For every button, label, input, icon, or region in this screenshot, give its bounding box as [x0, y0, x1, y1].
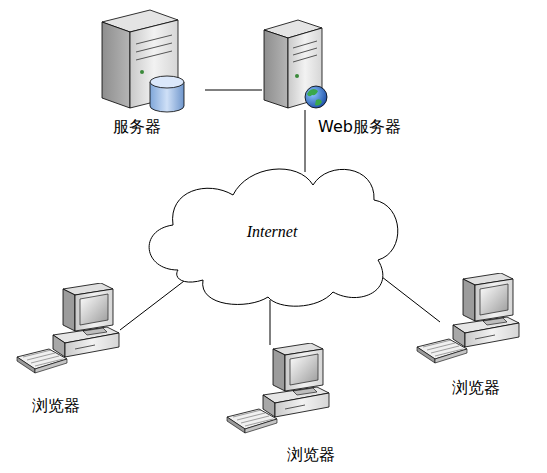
network-node: Web服务器	[258, 15, 425, 140]
node-label: 服务器	[113, 117, 161, 137]
node-label: 浏览器	[452, 378, 500, 398]
network-link	[120, 278, 188, 330]
browser-pc-icon	[17, 283, 119, 373]
network-node: 浏览器	[410, 275, 525, 400]
node-label: 浏览器	[32, 396, 80, 416]
browser-pc-icon	[417, 273, 519, 363]
network-node: 浏览器	[12, 285, 125, 418]
network-node: 服务器	[95, 5, 210, 140]
network-link	[305, 110, 306, 172]
browser-pc-icon	[227, 343, 329, 433]
cloud-label: Internet	[138, 222, 406, 242]
internet-cloud: Internet	[138, 160, 406, 310]
network-link	[270, 300, 271, 345]
network-link	[205, 90, 262, 91]
server-icon	[102, 10, 184, 112]
web-server-icon	[264, 20, 327, 108]
node-label: 浏览器	[287, 445, 335, 465]
node-label: Web服务器	[318, 117, 401, 137]
network-node: 浏览器	[225, 340, 340, 470]
